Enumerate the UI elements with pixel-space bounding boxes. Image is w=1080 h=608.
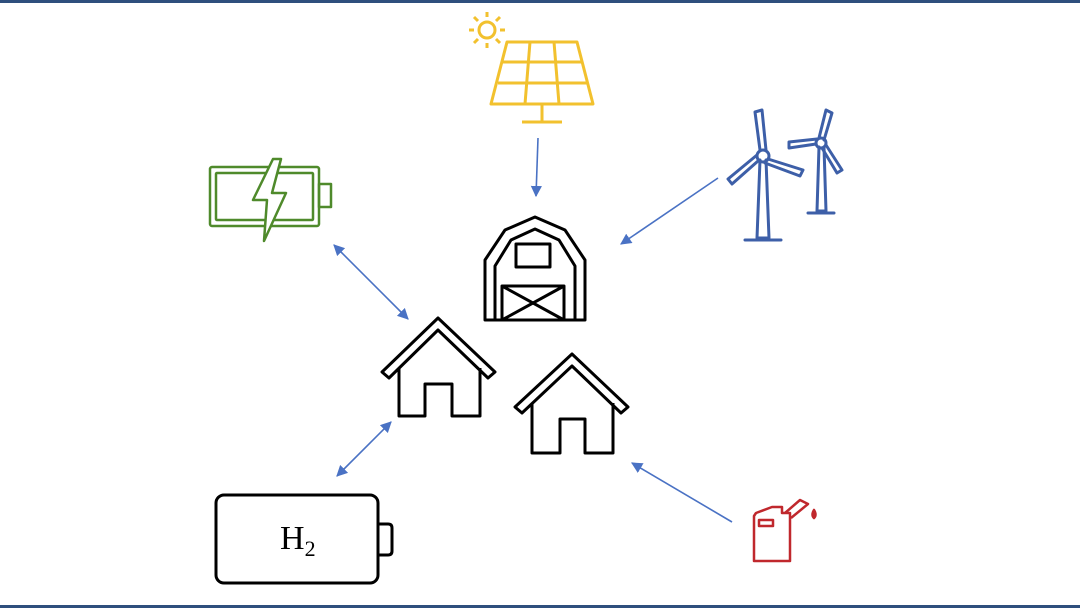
wind-turbines-icon [726,108,844,242]
arrow-wind-to-barn [620,177,719,245]
sun-icon [469,12,505,48]
connections [333,137,733,523]
arrow-battery-house [333,244,409,320]
arrow-solar-to-barn [530,137,542,198]
fuel-canister-icon [752,498,817,563]
hydrogen-tank-icon: H2 [214,493,394,585]
barn-icon [483,215,587,322]
hydrogen-label: H2 [280,520,316,561]
house-right-icon [513,352,630,455]
solar-panel-icon [469,12,595,124]
battery-icon [208,157,333,243]
arrow-fuel-to-house [631,462,733,523]
house-left-icon [380,316,497,418]
arrow-hydrogen-house [336,421,392,477]
